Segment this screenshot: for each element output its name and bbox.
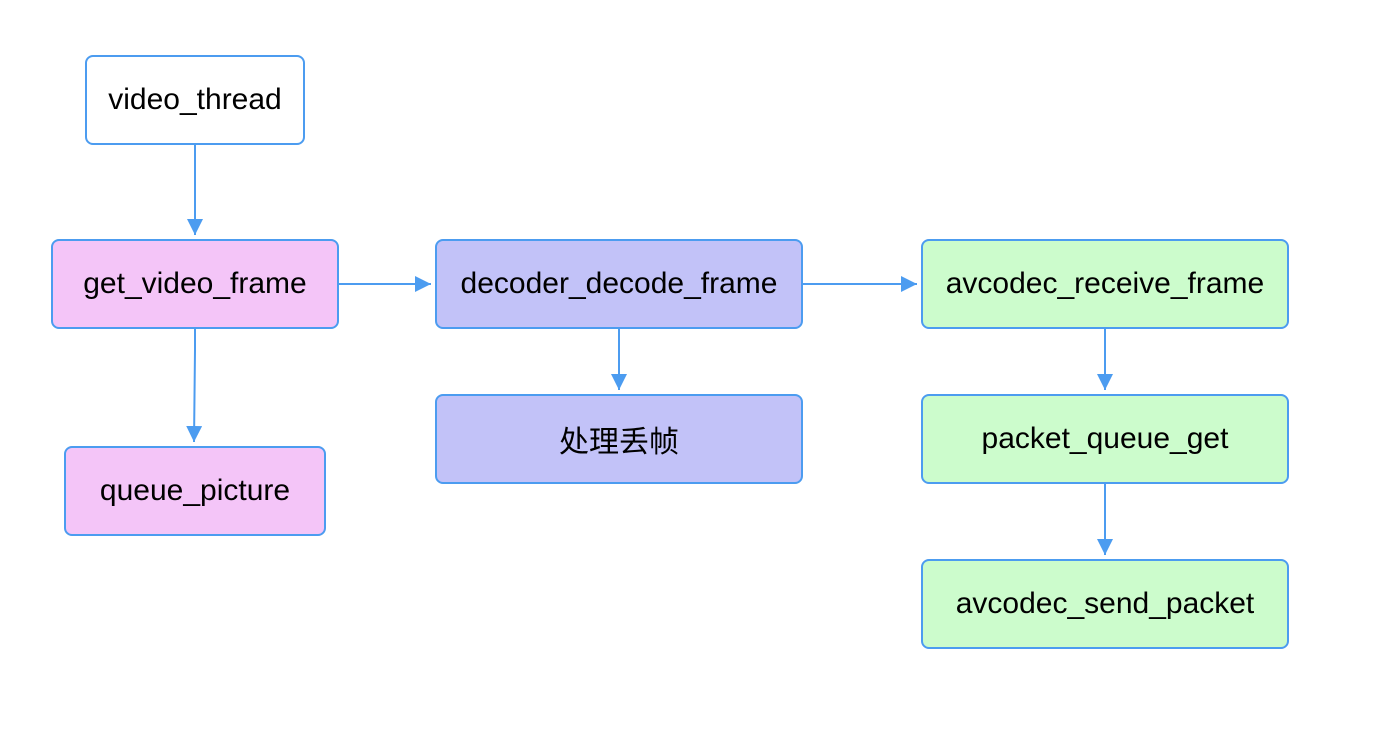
node-label: avcodec_send_packet xyxy=(955,587,1255,620)
node-label: decoder_decode_frame xyxy=(460,267,778,300)
node-handle-drop-frame: 处理丢帧 xyxy=(435,394,803,484)
node-label: packet_queue_get xyxy=(981,422,1229,455)
node-decoder-decode-frame: decoder_decode_frame xyxy=(435,239,803,329)
node-queue-picture: queue_picture xyxy=(64,446,326,536)
node-label: video_thread xyxy=(108,83,282,116)
node-label: queue_picture xyxy=(99,474,291,507)
node-get-video-frame: get_video_frame xyxy=(51,239,339,329)
node-video-thread: video_thread xyxy=(85,55,305,145)
node-avcodec-receive-frame: avcodec_receive_frame xyxy=(921,239,1289,329)
node-avcodec-send-packet: avcodec_send_packet xyxy=(921,559,1289,649)
node-label: get_video_frame xyxy=(83,267,307,300)
edge-get-video-frame-to-queue-picture xyxy=(186,329,203,443)
node-label: 处理丢帧 xyxy=(559,426,679,459)
node-packet-queue-get: packet_queue_get xyxy=(921,394,1289,484)
node-label: avcodec_receive_frame xyxy=(945,267,1265,300)
